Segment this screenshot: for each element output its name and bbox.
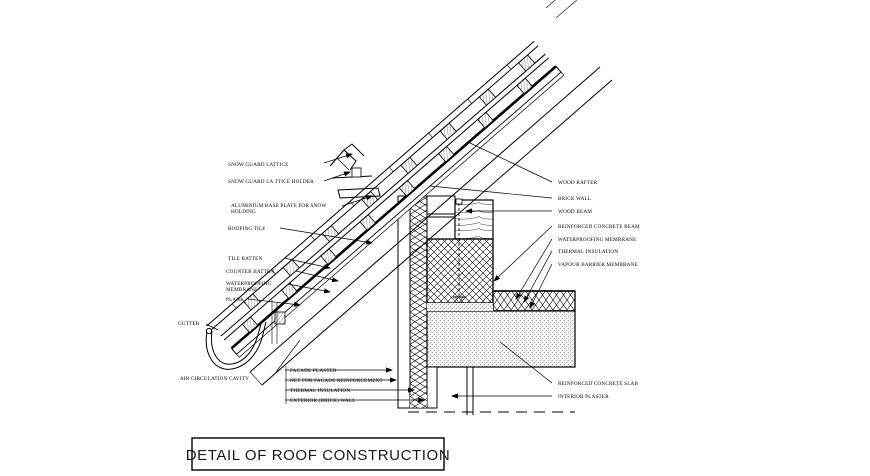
title-block-label: DETAIL OF ROOF CONSTRUCTION (186, 447, 451, 464)
wood-rafter-member (249, 66, 613, 386)
label-gutter: GUTTER (178, 321, 200, 327)
aluminium-base-plate (337, 187, 381, 199)
leader-lines-right (429, 142, 553, 309)
roofing-tile-joints (232, 64, 512, 309)
label-waterproofing-membrane-line2: MEMBRANE (226, 287, 257, 293)
title-block: DETAIL OF ROOF CONSTRUCTION (186, 437, 451, 471)
slab-haunch (427, 303, 493, 311)
interior-plaster-section (426, 366, 438, 409)
reinforced-concrete-beam-section (426, 238, 494, 304)
label-thermal-insulation-wall: THERMAL INSULATION (290, 388, 350, 394)
label-aluminium-base-plate-line2: HOLDING (231, 209, 256, 215)
label-brick-wall: BRICK WALL (558, 196, 591, 202)
label-plank: PLANK (226, 297, 244, 303)
label-reinforced-concrete-beam: REINFORCED CONCRETE BEAM (558, 224, 640, 230)
label-group-left: SNOW GUARD LATTICE SNOW GUARD LA TTICE H… (178, 162, 326, 382)
label-interior-plaster: INTERIOR PLASTER (558, 394, 609, 400)
wall-and-slab-assembly (397, 195, 576, 415)
label-exterior-brick-wall: EXTERIOR (BRICK) WALL (290, 397, 356, 404)
label-vapour-barrier-membrane: VAPOUR BARRIER MEMBRANE (558, 262, 638, 268)
label-waterproofing-membrane-line1: WATERPROOFING (226, 281, 272, 287)
wood-beam-section (454, 199, 494, 240)
tile-batten-line (223, 57, 549, 341)
label-counter-batten: COUNTER BATTEN (226, 269, 274, 275)
title-block-frame (191, 437, 445, 471)
label-reinforced-concrete-slab: REINFORCED CONCRETE SLAB (558, 381, 638, 387)
leader-lines-bottom-left (285, 366, 425, 404)
label-group-bottom-right: REINFORCED CONCRETE SLAB INTERIOR PLASTE… (558, 381, 638, 400)
snow-guard-assembly (329, 143, 381, 199)
roofing-tile-topside (206, 40, 535, 327)
label-air-circulation-cavity: AIR CIRCULATION CAVITY (180, 376, 249, 382)
label-snow-guard-lattice-holder: SNOW GUARD LA TTICE HOLDER (228, 179, 314, 185)
wall-thermal-insulation-section (409, 195, 428, 409)
anchor-rod (453, 198, 466, 304)
label-wood-beam: WOOD BEAM (558, 209, 592, 215)
label-snow-guard-lattice: SNOW GUARD LATTICE (228, 162, 289, 168)
exterior-brick-wall-section (397, 195, 411, 409)
air-circulation-cavity-layer (236, 71, 565, 358)
label-waterproofing-membrane-roof: WATERPROOFING MEMBRANE (558, 237, 636, 243)
roof-assembly (206, 40, 565, 358)
roof-upper-extension (545, 0, 578, 19)
gutter-profile (205, 300, 286, 370)
label-tile-batten: TILE BATTEN (228, 256, 262, 262)
leader-lines-bottom-right (451, 341, 553, 399)
label-wood-rafter: WOOD RAFTER (558, 180, 598, 186)
reinforced-concrete-slab-section (426, 310, 576, 368)
label-net-for-facade-reinforcement: NET FOR FACADE REINFORCEMENT (290, 378, 384, 384)
roof-waterproofing-membrane (230, 65, 557, 349)
counter-batten-blocks (241, 77, 534, 334)
slab-thermal-insulation-section (492, 290, 576, 312)
label-thermal-insulation-slab: THERMAL INSULATION (558, 249, 618, 255)
label-aluminium-base-plate-line1: ALUMINIUM BASE PLATE FOR SNOW (231, 203, 326, 209)
label-roofing-tile: ROOFING TILE (228, 226, 266, 232)
label-group-right: WOOD RAFTER BRICK WALL WOOD BEAM REINFOR… (558, 180, 640, 268)
eave-block (274, 311, 286, 325)
label-facade-plaster: FACADE PLASTER (290, 368, 337, 374)
gutter-bead (205, 327, 213, 335)
snow-guard-lattice-holder-block (351, 167, 362, 178)
label-group-bottom-left: FACADE PLASTER NET FOR FACADE REINFORCEM… (290, 368, 384, 404)
leader-lines-left (205, 153, 373, 373)
